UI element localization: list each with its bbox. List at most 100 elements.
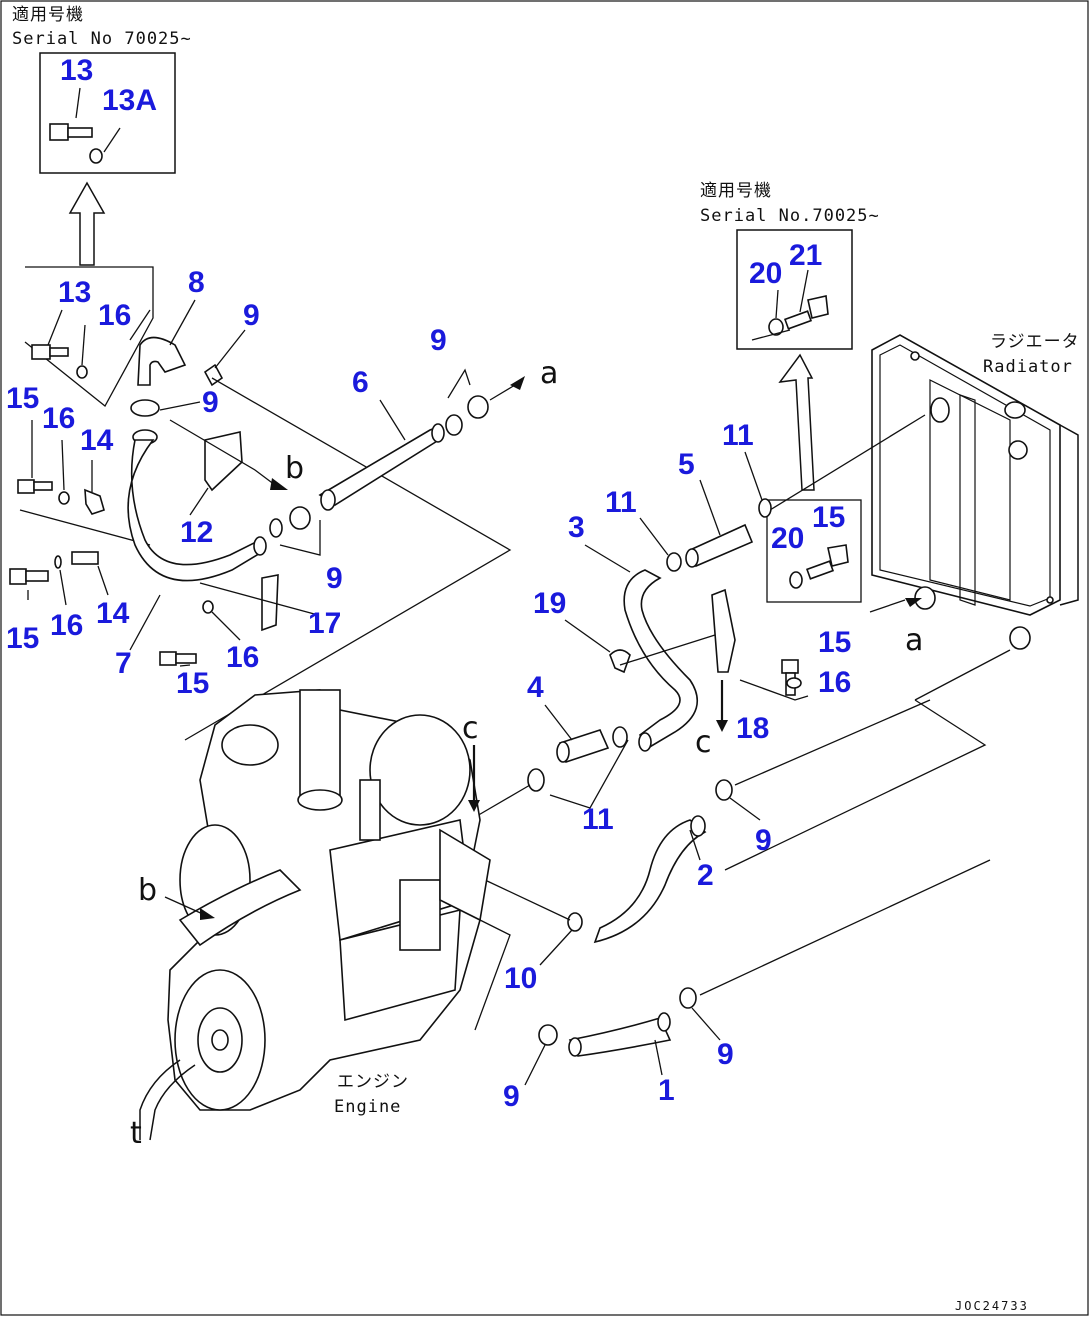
callout-16-c: 16 [50,609,83,642]
clamp-9-b [269,518,283,538]
engine [167,689,491,1111]
hose-8 [137,336,187,386]
callout-15-a: 15 [6,382,39,415]
callout-14-a: 14 [80,424,114,457]
bolt-21-detail [783,310,813,330]
callout-16-b: 16 [42,402,75,435]
clamp-11-d [527,768,545,792]
detail-arrow-up-right-icon [778,353,815,491]
hose-3 [623,569,699,750]
callout-11-c: 11 [582,803,614,836]
detail-box-20-15 [766,499,862,603]
clamp-9-i [679,987,697,1009]
hose-2 [593,819,707,944]
hose-7 [127,439,263,582]
clip-14-b [71,551,99,565]
callout-13: 13 [58,276,91,309]
note-engine-jp: エンジン [337,1072,409,1092]
letter-a-2: a [905,623,923,658]
callout-7: 7 [115,647,132,680]
callout-21-detail: 21 [789,239,822,272]
callout-11-b: 11 [722,419,754,452]
note-top-left-jp: 適用号機 [12,5,84,25]
washer-20 [789,571,803,589]
washer-13a-detail [89,148,103,164]
callout-15-e: 15 [818,626,851,659]
callout-9-f: 9 [717,1038,734,1071]
letter-c-2: c [695,725,712,760]
callout-13a-detail: 13A [102,84,157,117]
hose-6 [318,427,443,506]
callout-1: 1 [658,1074,675,1107]
letter-c-1: c [462,711,479,746]
callout-14-b: 14 [96,597,130,630]
callout-8: 8 [188,266,205,299]
washer-16-a [76,365,88,379]
callout-16-a: 16 [98,299,131,332]
arrow-c-icon [716,720,728,732]
clamp-11-b [758,498,772,518]
note-top-left-serial: Serial No 70025~ [12,29,192,49]
callout-9-e: 9 [755,824,772,857]
callout-9-a: 9 [243,299,260,332]
callout-4: 4 [527,671,544,704]
bolt-13-detail [49,123,93,141]
bolt-15-c [159,651,177,666]
arrow-a-icon [510,376,525,390]
note-radiator-jp: ラジエータ [990,332,1080,352]
callout-12: 12 [180,516,213,549]
callout-15-d: 15 [812,501,845,534]
callout-9-c: 9 [326,562,343,595]
bolt-15-d [805,560,835,580]
callout-15-b: 15 [6,622,39,655]
drawing-code: JOC24733 [955,1299,1029,1313]
clamp-9-g [715,779,733,801]
note-mid-right-serial: Serial No.70025~ [700,206,880,226]
clip-14-a [84,488,105,515]
detail-box-right [736,229,853,350]
callout-2: 2 [697,859,714,892]
hose-1 [568,1017,672,1057]
callout-9-g: 9 [503,1080,520,1113]
detail-box-top-left [39,52,176,174]
note-engine-en: Engine [334,1097,401,1117]
callout-10: 10 [504,962,537,995]
letter-b-2: b [138,873,157,908]
callout-3: 3 [568,511,585,544]
clamp-9-f [467,395,489,419]
callout-6: 6 [352,366,369,399]
washer-16-e [786,677,802,689]
callout-19: 19 [533,587,566,620]
callout-18: 18 [736,712,769,745]
callout-11-a: 11 [605,486,637,519]
clamp-10 [567,912,583,932]
callout-13-detail: 13 [60,54,93,87]
letter-a-1: a [540,356,558,391]
clamp-9-c [289,506,311,530]
callout-16-d: 16 [226,641,259,674]
hose-5 [688,523,754,568]
washer-16-c [54,555,62,569]
clip-19 [609,649,631,674]
callout-17: 17 [308,607,341,640]
callout-20: 20 [771,522,804,555]
callout-9-b: 9 [202,386,219,419]
callout-9-d: 9 [430,324,447,357]
washer-20-detail [768,318,784,336]
clamp-9-d [203,363,224,387]
bolt-13 [31,344,51,360]
bracket-12 [204,431,243,492]
callout-5: 5 [678,448,695,481]
letter-t: t [130,1116,142,1151]
bolt-15-a [17,479,35,494]
callout-15-c: 15 [176,667,209,700]
arrow-a2-icon [905,598,922,607]
arrow-b-icon [270,478,288,490]
note-radiator-en: Radiator [983,357,1073,377]
clamp-11-a [666,552,682,572]
clamp-9-a [130,399,160,417]
clamp-11-c [612,726,628,748]
